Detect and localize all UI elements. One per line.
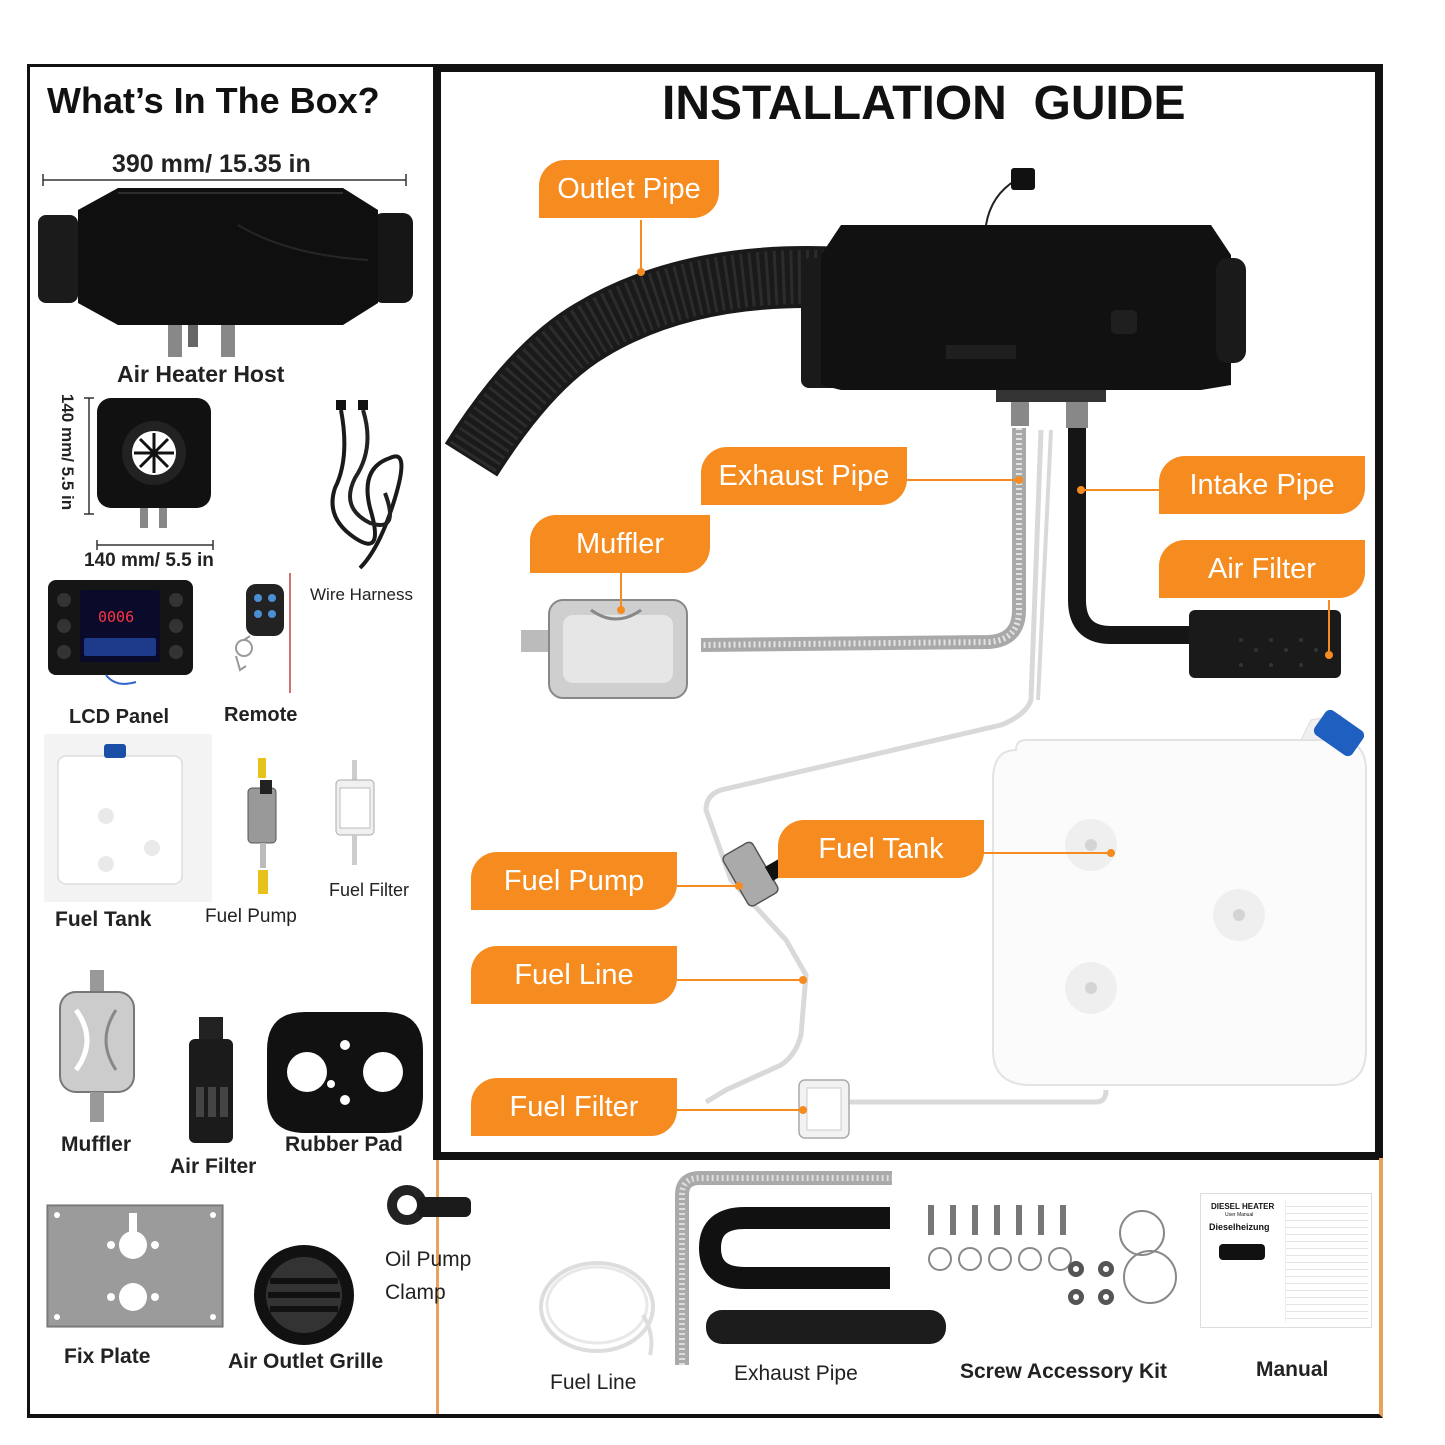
muffler-small-image (59, 970, 135, 1122)
callout-fuel-tank: Fuel Tank (778, 820, 984, 878)
fuel-tank-small-label: Fuel Tank (55, 908, 152, 931)
remote-image (235, 573, 291, 693)
fix-plate-image (46, 1204, 224, 1328)
wire-harness-image (330, 400, 404, 570)
controller-height-label: 140 mm/ 5.5 in (58, 393, 77, 511)
lcd-panel-label: LCD Panel (69, 706, 170, 728)
oil-pump-clamp-label-1: Oil Pump (385, 1248, 472, 1271)
controller-image (97, 398, 211, 528)
exhaust-pipe-accessory-image (675, 1171, 946, 1365)
box-title: What’s In The Box? (47, 80, 380, 121)
width-dimension-line (42, 174, 407, 186)
fuel-filter-small-label: Fuel Filter (329, 880, 410, 900)
fuel-pump-small-label: Fuel Pump (205, 906, 297, 927)
manual-title: DIESEL HEATER (1211, 1202, 1275, 1211)
fuel-line-label: Fuel Line (550, 1371, 637, 1394)
manual-title-de: Dieselheizung (1209, 1222, 1270, 1232)
air-filter-small-image (189, 1017, 233, 1143)
exhaust-pipe-label: Exhaust Pipe (734, 1362, 858, 1385)
manual-right-page (1285, 1200, 1368, 1322)
controller-width-dimension (96, 540, 214, 550)
manual-subtitle: User Manual (1225, 1212, 1254, 1218)
air-outlet-grille-label: Air Outlet Grille (228, 1350, 384, 1373)
fix-plate-label: Fix Plate (64, 1345, 151, 1368)
callout-fuel-pump: Fuel Pump (471, 852, 677, 910)
guide-title: INSTALLATION GUIDE (662, 77, 1186, 130)
callout-muffler: Muffler (530, 515, 710, 573)
manual-label: Manual (1256, 1358, 1329, 1381)
air-filter-small-label: Air Filter (170, 1155, 257, 1178)
callout-exhaust-pipe: Exhaust Pipe (701, 447, 907, 505)
screw-kit-label: Screw Accessory Kit (960, 1360, 1167, 1383)
muffler-small-label: Muffler (61, 1133, 131, 1156)
lcd-display-readout: 0006 (98, 608, 135, 626)
rubber-pad-image (267, 1012, 423, 1133)
lcd-panel-image (48, 580, 193, 685)
fuel-filter-small-image (335, 760, 375, 865)
fuel-line-coil-image (539, 1261, 655, 1356)
controller-width-label: 140 mm/ 5.5 in (84, 550, 214, 571)
callout-outlet-pipe: Outlet Pipe (539, 160, 719, 218)
callout-intake-pipe: Intake Pipe (1159, 456, 1365, 514)
rubber-pad-label: Rubber Pad (285, 1133, 403, 1156)
accessories-panel-frame (27, 1158, 1383, 1418)
callout-fuel-line: Fuel Line (471, 946, 677, 1004)
installation-diagram (444, 168, 1367, 1139)
callout-air-filter: Air Filter (1159, 540, 1365, 598)
guide-panel-frame (433, 64, 1383, 1160)
wire-harness-label: Wire Harness (310, 585, 413, 604)
oil-pump-clamp-label-2: Clamp (385, 1281, 446, 1304)
width-dimension-label: 390 mm/ 15.35 in (112, 150, 311, 178)
manual-heater-thumb (1219, 1244, 1265, 1260)
air-outlet-grille-image (254, 1245, 354, 1345)
heater-host-image (38, 188, 413, 357)
callout-fuel-filter: Fuel Filter (471, 1078, 677, 1136)
fuel-pump-small-image (247, 758, 277, 894)
oil-pump-clamp-image (387, 1185, 471, 1225)
controller-height-dimension (84, 397, 94, 515)
fuel-tank-small-image (44, 734, 212, 902)
remote-label: Remote (224, 704, 298, 726)
air-heater-host-label: Air Heater Host (117, 361, 285, 387)
manual-image: DIESEL HEATER User Manual Dieselheizung (1200, 1193, 1372, 1328)
screw-kit-image (928, 1205, 1177, 1305)
